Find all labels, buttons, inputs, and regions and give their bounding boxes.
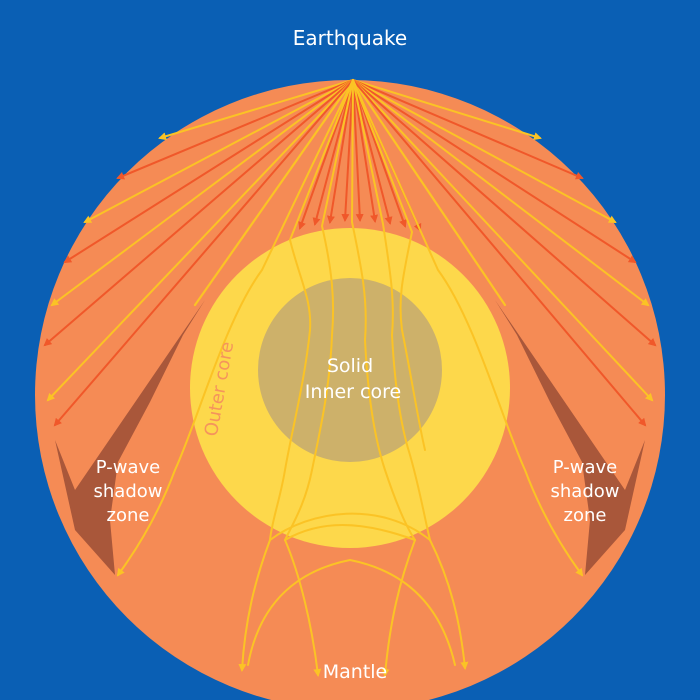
ray-right-3	[352, 79, 617, 223]
ray-left-7	[46, 79, 354, 402]
p-ray-exit-2	[284, 539, 322, 677]
p-ray-core-6	[269, 329, 311, 541]
shadow-zone-right	[495, 300, 645, 575]
s-ray-core-4	[352, 79, 364, 222]
p-ray-core-7	[284, 334, 333, 541]
ray-shadow-boundary-right	[351, 78, 507, 307]
s-ray-core-3	[341, 79, 354, 222]
p-ray-core-11	[269, 512, 431, 541]
p-ray-core-5	[352, 79, 414, 331]
ray-left-8	[53, 79, 354, 427]
mantle-label: Mantle	[323, 661, 388, 683]
ray-shadow-boundary-left	[193, 78, 355, 307]
p-ray-exit-arc-right	[349, 559, 456, 666]
p-ray-exit-1	[238, 539, 271, 672]
ray-left-1	[158, 79, 354, 141]
p-ray-core-2	[320, 79, 354, 336]
shadow-zone-right-label-line3: zone	[564, 505, 607, 526]
s-ray-core-5	[352, 79, 379, 223]
ray-left-2	[116, 79, 354, 180]
ray-right-5	[352, 79, 650, 307]
ray-left-3	[83, 79, 354, 223]
p-ray-core-12	[284, 524, 416, 541]
s-ray-core-2	[327, 79, 354, 224]
ray-left-4	[63, 79, 354, 264]
ray-left-5	[50, 79, 354, 307]
shadow-zone-left-label-line3: zone	[107, 505, 150, 526]
p-ray-exit-arc-left	[247, 559, 351, 666]
inner-core-label-line1: Solid	[327, 355, 373, 377]
p-ray-edge-left	[116, 79, 354, 577]
ray-right-6	[352, 79, 657, 347]
p-ray-core-10	[401, 329, 426, 451]
shadow-zone-left	[55, 300, 205, 575]
shadow-zone-left-label-line2: shadow	[94, 481, 163, 502]
ray-right-1	[352, 79, 542, 141]
s-ray-core-6	[352, 79, 393, 225]
p-ray-core-1	[288, 79, 354, 331]
p-ray-exit-3	[381, 539, 416, 677]
p-ray-edge-right	[352, 79, 584, 577]
ray-right-2	[352, 79, 584, 180]
inner-core-label-line2: Inner core	[305, 381, 401, 403]
inner-core-layer	[258, 278, 442, 462]
shadow-zone-right-label-line1: P-wave	[553, 457, 617, 478]
ray-right-4	[352, 79, 637, 264]
earthquake-label: Earthquake	[293, 26, 407, 50]
p-ray-core-3	[350, 79, 367, 341]
ray-left-6	[43, 79, 354, 347]
p-ray-core-8	[364, 339, 416, 541]
p-ray-core-9	[391, 334, 431, 541]
p-ray-core-4	[352, 79, 394, 336]
ray-right-8	[352, 79, 647, 427]
s-ray-core-1	[312, 79, 354, 226]
shadow-zone-left-label-line1: P-wave	[96, 457, 160, 478]
shadow-zone-right-label-line2: shadow	[551, 481, 620, 502]
p-ray-exit-4	[429, 539, 469, 670]
ray-right-7	[352, 79, 654, 402]
